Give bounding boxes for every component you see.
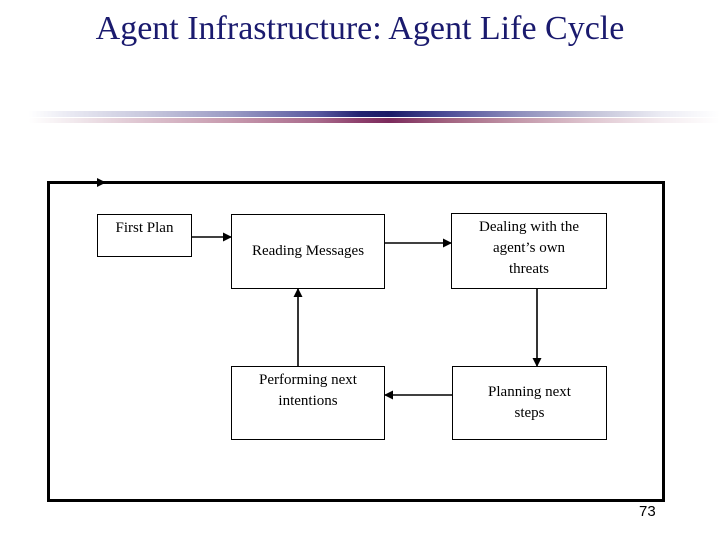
divider-maroon-band: [0, 118, 720, 123]
flow-box-reading-messages[interactable]: Reading Messages: [231, 214, 385, 289]
flow-box-first-plan-label: First Plan: [115, 220, 174, 236]
flow-box-reading-messages-label: Reading Messages: [251, 243, 365, 259]
title-divider-bar: [0, 110, 720, 123]
page-title: Agent Infrastructure: Agent Life Cycle: [95, 10, 625, 47]
flow-box-first-plan[interactable]: First Plan: [97, 214, 192, 257]
divider-gap: [0, 117, 720, 118]
flow-box-performing-next-intentions[interactable]: Performing next intentions: [231, 366, 385, 440]
flow-box-dealing-threats[interactable]: Dealing with the agent’s own threats: [451, 213, 607, 289]
page-number: 73: [639, 503, 656, 520]
flow-box-dealing-threats-label: Dealing with the agent’s own threats: [479, 219, 579, 277]
flow-box-planning-next-steps-label: Planning next steps: [488, 384, 571, 421]
flow-box-planning-next-steps[interactable]: Planning next steps: [452, 366, 607, 440]
divider-blue-band: [0, 111, 720, 117]
flow-box-performing-next-intentions-label: Performing next intentions: [259, 372, 357, 409]
